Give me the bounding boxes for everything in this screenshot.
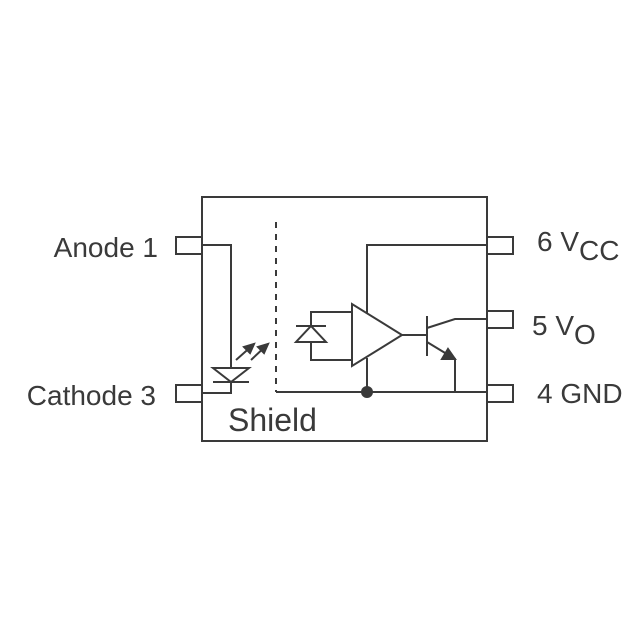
transistor-icon <box>426 316 487 392</box>
gnd-label: 4 GND <box>537 378 623 409</box>
pin-1-stub <box>175 236 203 255</box>
cathode-label: Cathode 3 <box>27 380 156 411</box>
vcc-wire <box>366 244 487 313</box>
anode-label: Anode 1 <box>54 232 158 263</box>
pin-6-stub <box>486 236 514 255</box>
pin-4-stub <box>486 384 514 403</box>
pin-3-stub <box>175 384 203 403</box>
vo-label-sub: O <box>574 319 596 350</box>
vo-label-prefix: 5 V <box>532 310 574 341</box>
vcc-label: 6 VCC <box>537 226 619 266</box>
anode-wire <box>202 244 232 368</box>
vo-label: 5 VO <box>532 310 596 350</box>
junction-dot <box>361 386 373 398</box>
shield-label: Shield <box>228 402 317 438</box>
vcc-label-sub: CC <box>579 235 619 266</box>
vcc-label-prefix: 6 V <box>537 226 579 257</box>
led-icon <box>210 367 252 384</box>
cathode-wire <box>202 382 232 394</box>
light-arrows-icon <box>235 342 270 361</box>
pin-5-stub <box>486 310 514 329</box>
photodiode-icon <box>293 311 352 361</box>
amplifier-icon <box>351 302 404 368</box>
